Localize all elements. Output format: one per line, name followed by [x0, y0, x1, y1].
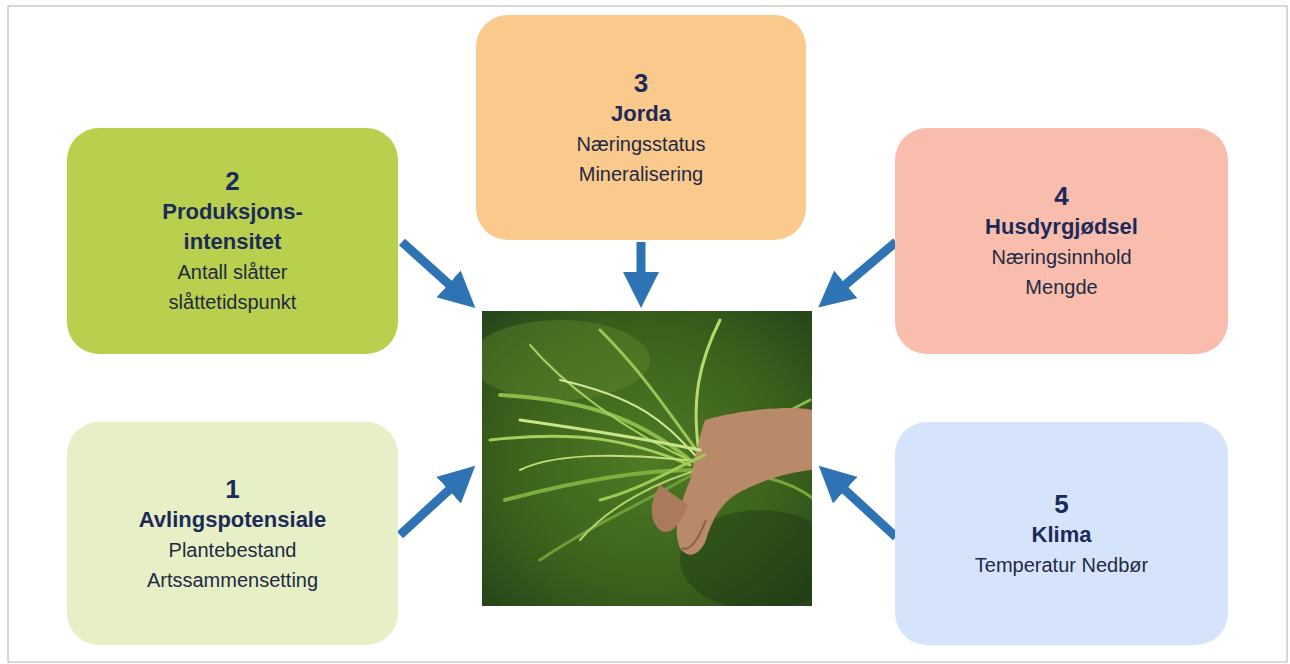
- factor-box: 4HusdyrgjødselNæringsinnhold Mengde: [895, 128, 1228, 354]
- box-heading: Produksjons- intensitet: [133, 197, 333, 257]
- box-heading: Klima: [1032, 520, 1092, 550]
- box-body: Næringsstatus Mineralisering: [541, 129, 741, 189]
- box-heading: Jorda: [611, 99, 671, 129]
- callout-number: 3: [634, 67, 648, 99]
- callout-number: 2: [225, 165, 239, 197]
- factor-box: 5KlimaTemperatur Nedbør: [895, 422, 1228, 645]
- box-body: Næringsinnhold Mengde: [962, 242, 1162, 302]
- arrows: [400, 242, 896, 537]
- grass-photo: [482, 311, 812, 606]
- box-heading: Avlingspotensiale: [139, 505, 326, 535]
- factor-box: 1AvlingspotensialePlantebestand Artssamm…: [67, 422, 398, 645]
- frame: [8, 6, 1287, 662]
- box-body: Plantebestand Artssammensetting: [133, 535, 333, 595]
- box-heading: Husdyrgjødsel: [985, 212, 1138, 242]
- factor-box: 2Produksjons- intensitetAntall slåtter s…: [67, 128, 398, 354]
- callout-number: 4: [1054, 180, 1068, 212]
- factor-box: 3JordaNæringsstatus Mineralisering: [476, 15, 806, 240]
- callout-number: 1: [225, 473, 239, 505]
- box-body: Temperatur Nedbør: [975, 550, 1148, 580]
- box-body: Antall slåtter slåttetidspunkt: [133, 257, 333, 317]
- callout-number: 5: [1054, 488, 1068, 520]
